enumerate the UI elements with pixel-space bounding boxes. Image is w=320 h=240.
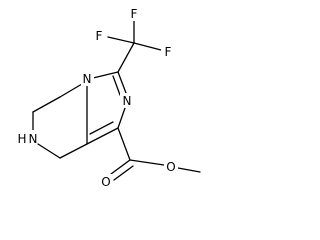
bond-n7-c8 [37, 143, 61, 159]
bond-c3-n2-a [117, 71, 127, 94]
bond-o-methyl [177, 167, 201, 173]
atom-nh-nitrogen: N [29, 132, 38, 146]
bond-c1-carbonyl [117, 127, 131, 161]
atom-n-imidazole: N [123, 94, 132, 108]
bond-c3-cf3 [117, 42, 135, 73]
atom-fluorine-right: F [165, 45, 172, 59]
bond-cf3-f-right [133, 42, 162, 51]
atom-fluorine-left: F [96, 29, 103, 43]
atom-n-bridgehead: N [83, 72, 92, 86]
chemical-structure: H N N N F F F O O [14, 6, 201, 189]
bond-carbonyl-o-ester [129, 159, 165, 166]
bonds [32, 17, 201, 181]
bond-c1-c8a-b [89, 121, 114, 135]
bond-c6-c5 [32, 96, 61, 113]
bond-cf3-f-left [107, 36, 135, 44]
atom-oxygen-carbonyl: O [101, 175, 110, 189]
atom-nh-hydrogen: H [17, 132, 26, 146]
bond-n4-c3 [92, 71, 119, 79]
atom-oxygen-ester: O [166, 160, 175, 174]
atom-labels: H N N N F F F O O [14, 6, 178, 189]
bond-c1-c8a-a [86, 127, 119, 145]
bond-c3-n2-b [112, 75, 121, 96]
bond-carbonyl-o-a [110, 159, 131, 175]
atom-fluorine-top: F [131, 7, 138, 21]
bond-carbonyl-o-b [113, 165, 134, 181]
bond-c8-c8a [59, 143, 88, 159]
bond-n2-c1 [117, 107, 126, 129]
